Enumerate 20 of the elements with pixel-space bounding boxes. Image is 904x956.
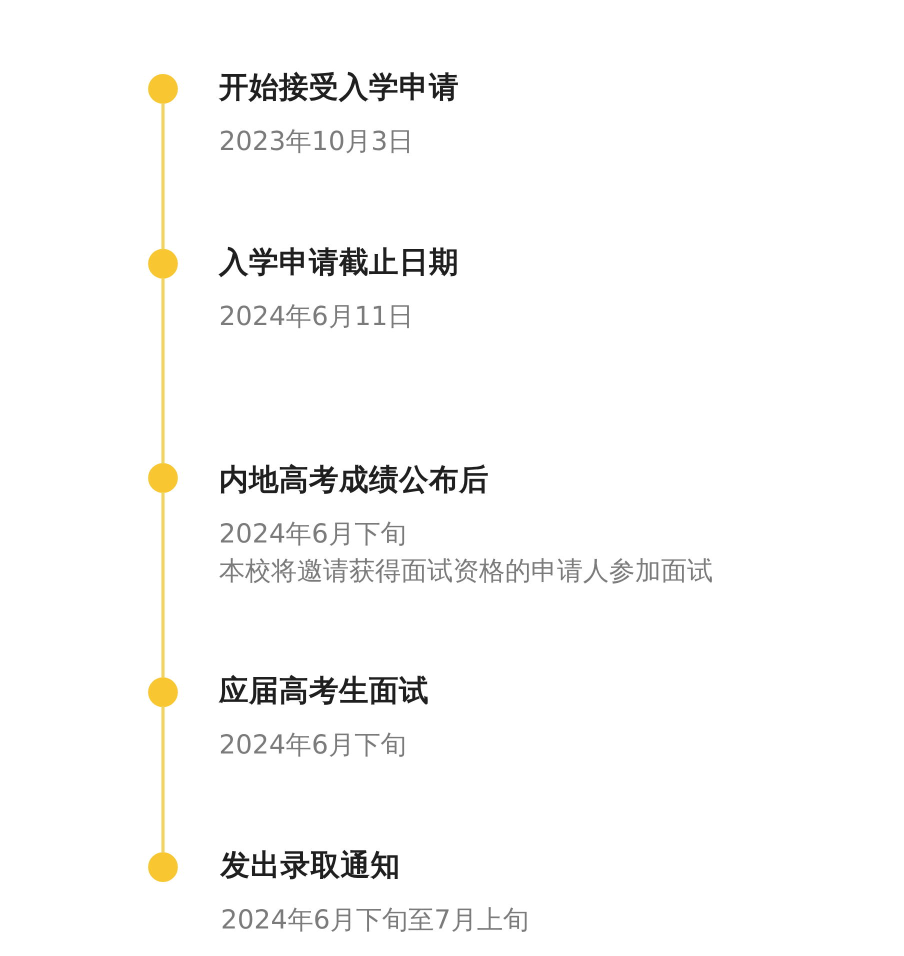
- node-circle: [148, 74, 178, 104]
- node-label: 应届高考生面试: [218, 673, 429, 708]
- connector: [161, 706, 165, 853]
- node-label: 2024年6月11日: [218, 302, 414, 332]
- node-circle: [148, 248, 178, 279]
- node-label: 发出录取通知: [220, 848, 401, 884]
- node-label: 入学申请截止日期: [218, 244, 459, 280]
- connector: [161, 492, 165, 678]
- node-label: 2024年6月下旬至7月上旬: [220, 905, 529, 936]
- node-label: 2023年10月3日: [218, 127, 414, 158]
- node-circle: [148, 852, 178, 882]
- node-label: 本校将邀请获得面试资格的申请人参加面试: [218, 556, 713, 586]
- connector: [161, 102, 165, 250]
- node-label: 2024年6月下旬: [218, 520, 406, 550]
- node-label: 内地高考成绩公布后: [218, 462, 489, 498]
- node-circle: [148, 463, 178, 493]
- connector: [161, 278, 165, 464]
- node-label: 2024年6月下旬: [218, 730, 406, 760]
- node-label: 开始接受入学申请: [218, 70, 459, 105]
- node-circle: [148, 677, 178, 708]
